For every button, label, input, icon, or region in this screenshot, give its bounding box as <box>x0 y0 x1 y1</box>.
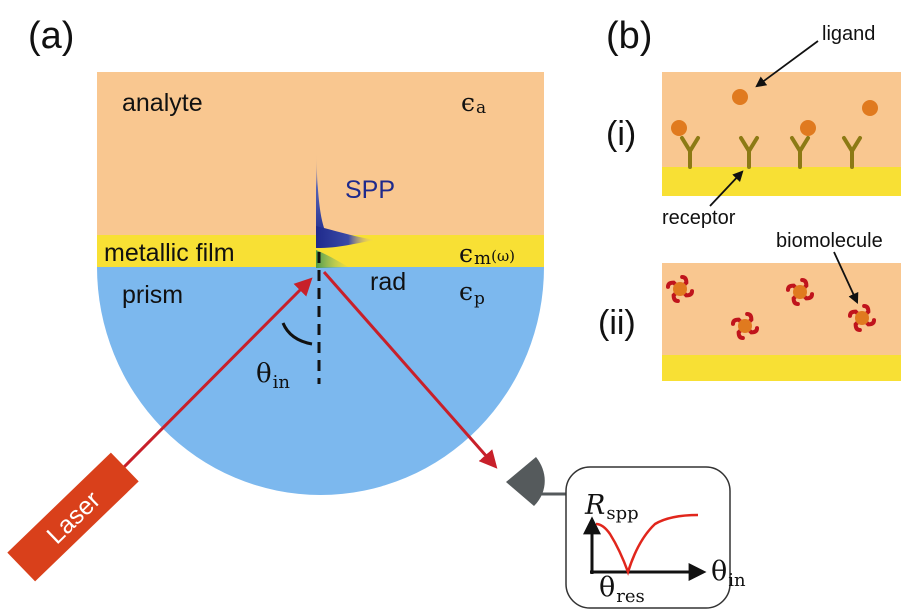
detector <box>506 457 566 506</box>
ligand-bound-1 <box>671 120 687 136</box>
biomolecules <box>665 274 877 341</box>
ligand-free <box>732 89 748 105</box>
ligand-pointer <box>755 40 819 88</box>
biomolecule-label: biomolecule <box>776 230 883 252</box>
biomolecule-1 <box>665 274 695 304</box>
biomolecule-3 <box>785 277 815 307</box>
inset-x-label: θin <box>711 556 746 591</box>
prism-epsilon: ϵp <box>459 277 485 309</box>
case-i-label: (i) <box>606 115 636 153</box>
case-ii-label: (ii) <box>598 304 636 342</box>
ligand-bound-2 <box>800 120 816 136</box>
theta-res-label: θres <box>599 572 645 607</box>
laser: Laser <box>7 452 139 582</box>
receptor-label: receptor <box>662 207 736 229</box>
resonance-curve <box>595 513 699 576</box>
ligand-bound-3 <box>862 100 878 116</box>
receptors <box>680 136 862 169</box>
receptor-4 <box>842 136 862 169</box>
biomolecule-2 <box>730 311 760 341</box>
rad-label: rad <box>370 268 406 296</box>
spp-field-horizontal <box>316 226 375 248</box>
film-label: metallic film <box>104 239 235 267</box>
spp-field-vertical <box>316 152 330 240</box>
reflected-beam <box>322 271 498 469</box>
receptor-3 <box>790 136 810 169</box>
spp-label: SPP <box>345 176 395 204</box>
biomolecule-4 <box>847 303 877 333</box>
receptor-2 <box>739 136 759 169</box>
case-ii-substrate <box>662 355 901 381</box>
rad-field <box>316 250 350 268</box>
panel-a-label: (a) <box>28 15 74 57</box>
biomolecule-pointer <box>833 251 859 304</box>
analyte-layer <box>97 72 544 235</box>
detector-dish <box>506 457 545 506</box>
analyte-label: analyte <box>122 89 203 117</box>
prism-label: prism <box>122 281 183 309</box>
ligand-label: ligand <box>822 23 875 45</box>
ligands <box>671 89 878 136</box>
angle-arc <box>281 322 313 346</box>
inset-y-label: Rspp <box>584 490 639 524</box>
panel-b-label: (b) <box>606 15 652 57</box>
receptor-1 <box>680 136 700 169</box>
film-epsilon: ϵm(ω) <box>459 239 515 269</box>
case-i-substrate <box>662 167 901 196</box>
theta-in-label: θin <box>256 359 290 393</box>
incident-beam <box>121 277 313 470</box>
analyte-epsilon: ϵa <box>461 88 486 118</box>
receptor-pointer <box>709 170 744 207</box>
